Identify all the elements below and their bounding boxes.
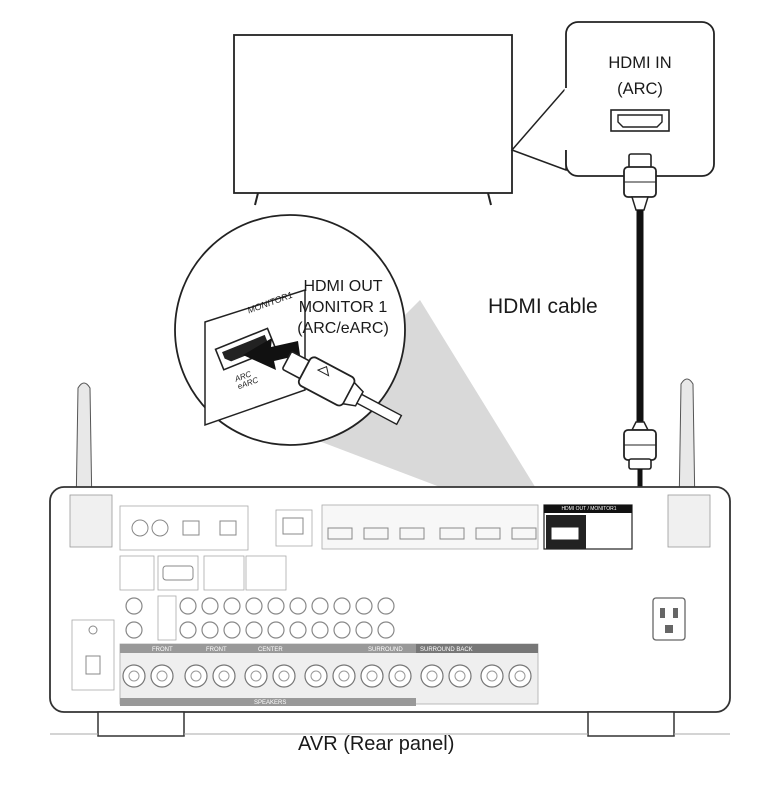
tv-hdmi-in-label: HDMI IN (ARC) [566, 50, 714, 102]
tv-hdmi-in-label-line2: (ARC) [617, 80, 663, 98]
speakers-label: SPEAKERS [254, 700, 286, 706]
hdmi-out-jack-icon [214, 327, 277, 371]
avr-rear-panel-label: AVR (Rear panel) [298, 733, 455, 755]
insert-arrow-icon [243, 338, 300, 370]
zoom-cone [290, 300, 553, 528]
hdmi-out-header-label: HDMI OUT / MONITOR1 [561, 506, 617, 512]
avr-hdmi-out-label-line1: HDMI OUT [303, 278, 383, 295]
tv-hdmi-in-label-line1: HDMI IN [608, 54, 672, 72]
speaker-surround-back-label: SURROUND BACK [420, 647, 473, 653]
avr-hdmi-out-label-line2: MONITOR 1 [298, 299, 388, 316]
hdmi-cable-label: HDMI cable [488, 295, 598, 318]
avr-rear-panel: FRONT FRONT CENTER SURROUND SURROUND BAC… [49, 486, 731, 737]
speaker-center-label: CENTER [258, 647, 283, 653]
avr-hdmi-out-label-line3: (ARC/eARC) [297, 320, 389, 337]
avr-hdmi-out-label: HDMI OUT MONITOR 1 (ARC/eARC) [280, 276, 406, 339]
speaker-front-label-2: FRONT [206, 647, 227, 653]
tv-illustration [233, 34, 513, 206]
magnifier-callout [174, 214, 406, 446]
hdmi-port-icon [610, 109, 670, 132]
speaker-surround-label: SURROUND [368, 647, 403, 653]
speaker-front-label: FRONT [152, 647, 173, 653]
hdmi-plug-icon [282, 351, 403, 426]
